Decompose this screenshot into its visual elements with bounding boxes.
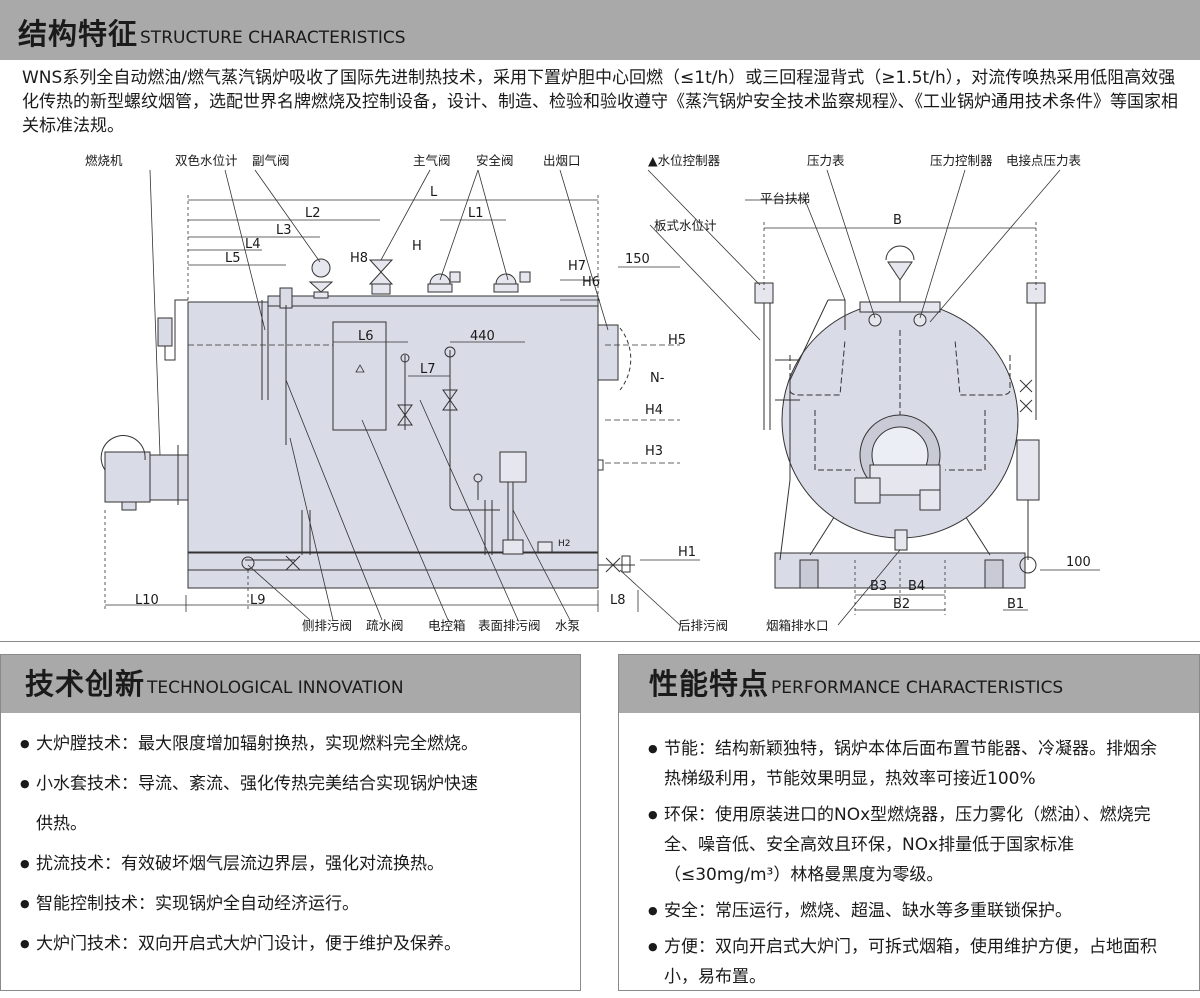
label-rear-drain: 后排污阀 [678, 618, 728, 633]
label-aux-valve: 副气阀 [252, 153, 290, 168]
dim-H3: H3 [645, 444, 663, 459]
pump [473, 451, 527, 555]
side-view [100, 258, 635, 589]
label-level-gauge: 双色水位计 [175, 153, 238, 168]
top-valves [308, 258, 531, 299]
dim-H4: H4 [645, 403, 663, 418]
dim-L7: L7 [420, 362, 436, 377]
dim-440: 440 [470, 329, 495, 344]
dim-H2: H2 [558, 539, 571, 549]
label-safety-valve: 安全阀 [476, 153, 514, 168]
dim-N: N- [650, 371, 665, 386]
dim-B2: B2 [893, 597, 910, 612]
label-smoke-outlet: 出烟口 [543, 153, 581, 168]
label-pressure-gauge: 压力表 [807, 153, 845, 168]
dim-L6: L6 [358, 329, 374, 344]
label-smokebox-drain: 烟箱排水口 [766, 618, 829, 633]
dim-L2: L2 [305, 206, 321, 221]
dim-100: 100 [1066, 555, 1091, 570]
dim-H6: H6 [582, 275, 600, 290]
innovation-title-en: TECHNOLOGICAL INNOVATION [147, 678, 404, 698]
label-side-drain: 侧排污阀 [302, 618, 352, 633]
dim-L: L [430, 185, 438, 200]
dim-L4: L4 [245, 237, 261, 252]
label-level-ctrl: ▲水位控制器 [648, 153, 721, 168]
structure-header: 结构特征 STRUCTURE CHARACTERISTICS [0, 0, 1200, 60]
boiler-body [187, 301, 599, 553]
performance-item: 环保：使用原装进口的NOx型燃烧器，压力雾化（燃油）、燃烧完全、噪音低、安全高效… [648, 800, 1173, 890]
innovation-item: 智能控制技术：实现锅炉全自动经济运行。 [20, 884, 570, 924]
label-surface-drain: 表面排污阀 [478, 618, 541, 633]
label-control-box: 电控箱 [428, 618, 466, 633]
control-box [332, 321, 387, 431]
front-dimensions [647, 169, 1100, 626]
innovation-item: 扰流技术：有效破坏烟气层流边界层，强化对流换热。 [20, 844, 570, 884]
label-main-valve: 主气阀 [413, 153, 451, 168]
dim-H7: H7 [568, 259, 586, 274]
dim-L8: L8 [610, 593, 626, 608]
structure-title-zh: 结构特征 [18, 17, 139, 51]
side-labels: 燃烧机 双色水位计 副气阀 主气阀 安全阀 出烟口 侧排污阀 疏水阀 电控箱 表… [85, 153, 728, 633]
dim-B3: B3 [870, 579, 887, 594]
structure-intro: WNS系列全自动燃油/燃气蒸汽锅炉吸收了国际先进制热技术，采用下置炉胆中心回燃（… [22, 68, 1178, 136]
innovation-item: 大炉膛技术：最大限度增加辐射换热，实现燃料完全燃烧。 [20, 724, 570, 764]
dim-H5: H5 [668, 333, 686, 348]
performance-list: 节能：结构新颖独特，锅炉本体后面布置节能器、冷凝器。排烟余热梯级利用，节能效果明… [648, 734, 1173, 998]
label-drain-valve: 疏水阀 [366, 618, 404, 633]
label-pump: 水泵 [555, 618, 580, 633]
label-platform: 平台扶梯 [760, 191, 810, 206]
label-pressure-ctrl: 压力控制器 [930, 153, 993, 168]
innovation-item: 大炉门技术：双向开启式大炉门设计，便于维护及保养。 [20, 924, 570, 964]
performance-title-zh: 性能特点 [649, 667, 770, 701]
performance-title-en: PERFORMANCE CHARACTERISTICS [771, 678, 1064, 698]
front-labels: ▲水位控制器 压力表 压力控制器 电接点压力表 平台扶梯 板式水位计 烟箱排水口… [648, 153, 1091, 633]
dim-L10: L10 [135, 593, 159, 608]
innovation-header: 技术创新 TECHNOLOGICAL INNOVATION [1, 655, 580, 713]
dim-H: H [412, 239, 422, 254]
burner-assembly [100, 435, 189, 511]
dim-150: 150 [625, 252, 650, 267]
innovation-list: 大炉膛技术：最大限度增加辐射换热，实现燃料完全燃烧。 小水套技术：导流、紊流、强… [20, 724, 570, 964]
dim-B4: B4 [908, 579, 925, 594]
dim-H1: H1 [678, 545, 696, 560]
dim-L1: L1 [468, 206, 484, 221]
performance-item: 安全：常压运行，燃烧、超温、缺水等多重联锁保护。 [648, 896, 1173, 926]
front-view [754, 245, 1046, 589]
dim-B: B [893, 213, 902, 228]
structure-title-en: STRUCTURE CHARACTERISTICS [140, 28, 406, 48]
dim-H8: H8 [350, 251, 368, 266]
dim-L3: L3 [276, 223, 292, 238]
performance-item: 节能：结构新颖独特，锅炉本体后面布置节能器、冷凝器。排烟余热梯级利用，节能效果明… [648, 734, 1173, 794]
performance-header: 性能特点 PERFORMANCE CHARACTERISTICS [619, 655, 1199, 713]
side-dimensions [104, 169, 700, 626]
dim-L5: L5 [225, 251, 241, 266]
smoke-outlet-box [597, 324, 619, 381]
dim-L9: L9 [250, 593, 266, 608]
boiler-diagram: 燃烧机 双色水位计 副气阀 主气阀 安全阀 出烟口 侧排污阀 疏水阀 电控箱 表… [85, 153, 1100, 633]
label-contact-gauge: 电接点压力表 [1006, 153, 1082, 168]
innovation-title-zh: 技术创新 [25, 667, 146, 701]
performance-item: 方便：双向开启式大炉门，可拆式烟箱，使用维护方便，占地面积小，易布置。 [648, 932, 1173, 992]
label-burner: 燃烧机 [85, 153, 123, 168]
dim-B1: B1 [1007, 597, 1024, 612]
label-plate-gauge: 板式水位计 [654, 218, 717, 233]
